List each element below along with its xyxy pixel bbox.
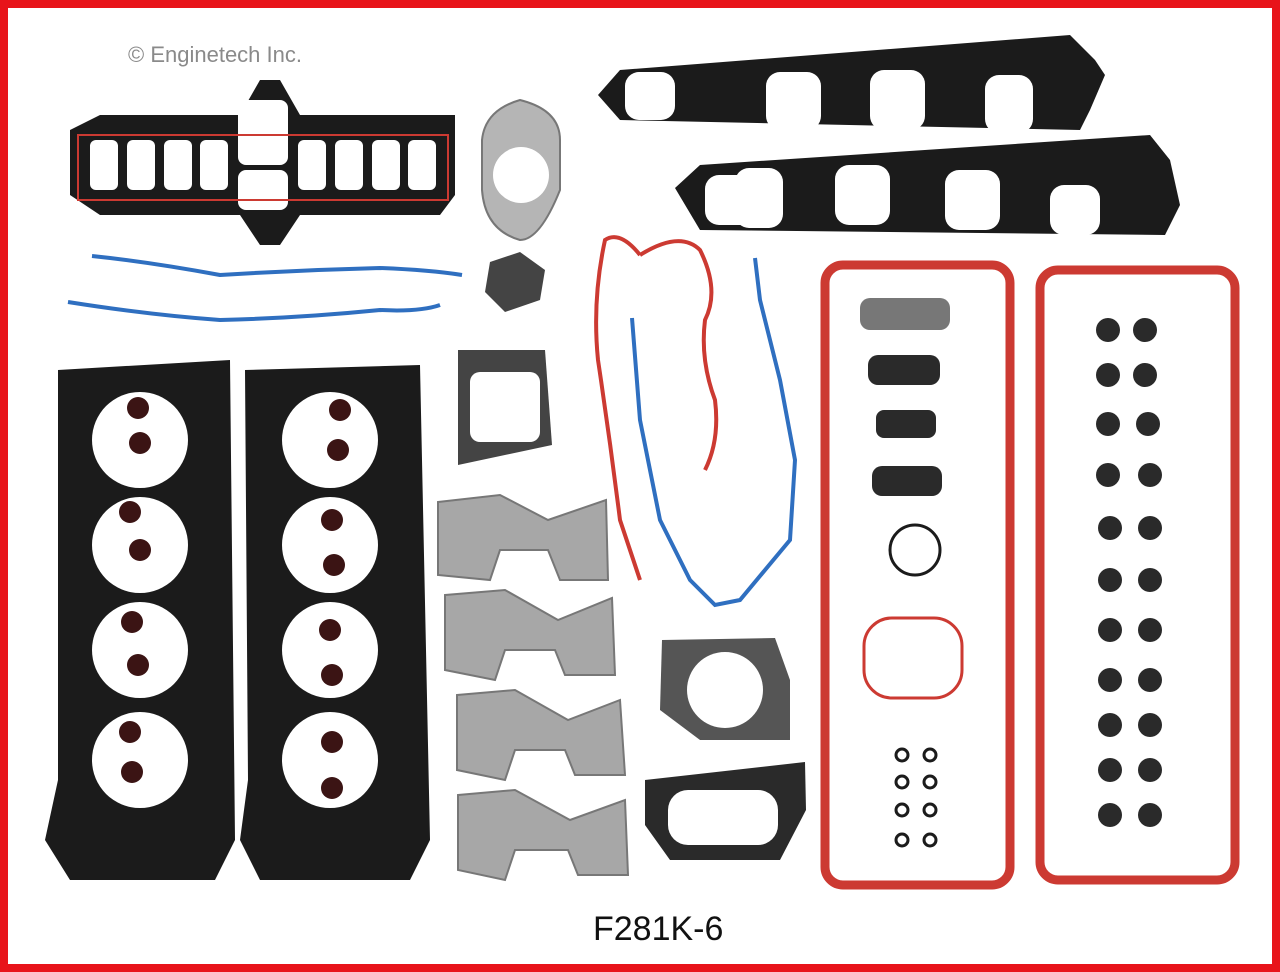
exhaust-manifold-gasket-icon [437,493,630,882]
gasket-kit-illustration [45,35,1240,890]
valve-stem-seal-icon [119,397,351,799]
timing-cover-seal-icon [67,254,798,608]
o-ring-icon [862,523,964,700]
head-gasket-icon [45,360,430,880]
intake-plenum-gasket-icon [70,80,455,245]
product-photo-frame: © Enginetech Inc. [8,8,1272,964]
throttle-body-gasket-icon [458,98,806,860]
part-number-label: F281K-6 [593,910,724,948]
upper-intake-gasket-icon [598,35,1105,133]
small-gaskets-icon [860,298,950,496]
lower-intake-gasket-icon [675,135,1180,235]
copyright-text: © Enginetech Inc. [128,42,302,67]
valve-cover-gasket-icon [820,260,1240,890]
timing-cover-seal-icon [594,235,719,581]
valve-stem-seal-icon [1096,318,1162,827]
o-ring-icon [894,747,938,848]
